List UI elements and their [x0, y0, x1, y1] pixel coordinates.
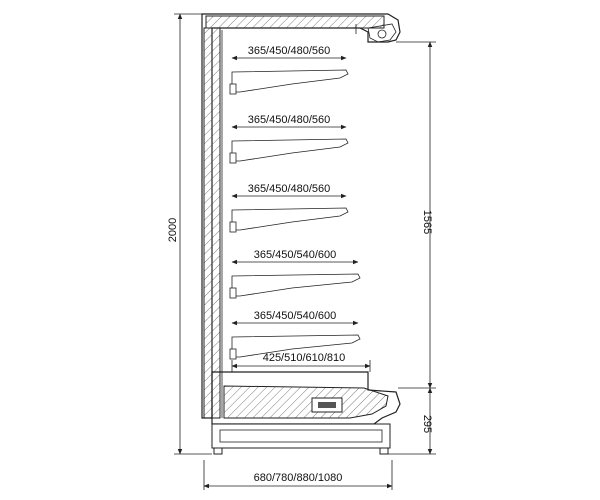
- shelf: 365/450/480/560: [229, 45, 349, 95]
- shelf-bracket: [229, 83, 237, 95]
- shelf-bracket: [229, 221, 237, 233]
- canopy-light: [367, 23, 397, 43]
- display-height-label: 1565: [421, 210, 433, 234]
- top-insulation: [205, 15, 385, 29]
- shelf: 365/450/480/560: [229, 114, 349, 164]
- overall-height-dimension: 2000: [167, 13, 212, 455]
- shelf-dimension-label: 365/450/480/560: [248, 114, 331, 126]
- shelf-plate: [231, 138, 349, 162]
- base-height-dimension: 295: [388, 387, 436, 455]
- cabinet-body: [201, 13, 401, 455]
- display-height-dimension: 1565: [396, 41, 436, 389]
- shelf: 365/450/540/600: [229, 249, 361, 299]
- front-foot: [213, 447, 223, 455]
- plinth-inner: [219, 429, 383, 443]
- canopy-lamp: [377, 29, 387, 39]
- shelf-bracket: [229, 287, 237, 299]
- base-shelf-label: 425/510/610/810: [263, 352, 346, 364]
- base-shelf-dimension: 425/510/610/810: [231, 352, 371, 372]
- rear-foot: [379, 447, 389, 455]
- back-wall-insulation: [203, 27, 221, 419]
- shelf: 365/450/480/560: [229, 183, 349, 233]
- shelf-plate: [231, 207, 349, 231]
- shelf-dimension-label: 365/450/480/560: [248, 183, 331, 195]
- shelf: 365/450/540/600: [229, 310, 361, 360]
- shelf-dimension-label: 365/450/480/560: [248, 45, 331, 57]
- fan-core: [318, 402, 336, 408]
- shelves: 365/450/480/560 365/450/480/560 365/450/48…: [229, 45, 361, 360]
- base-height-label: 295: [421, 415, 433, 433]
- shelf-plate: [231, 273, 361, 297]
- overall-depth-label: 680/780/880/1080: [254, 472, 343, 484]
- overall-height-label: 2000: [167, 218, 179, 242]
- shelf-plate: [231, 69, 349, 93]
- overall-depth-dimension: 680/780/880/1080: [203, 460, 393, 490]
- base-insulation: [223, 385, 389, 419]
- shelf-bracket: [229, 152, 237, 164]
- shelf-dimension-label: 365/450/540/600: [254, 249, 337, 261]
- shelf-dimension-label: 365/450/540/600: [254, 310, 337, 322]
- shelf-bracket: [229, 348, 237, 360]
